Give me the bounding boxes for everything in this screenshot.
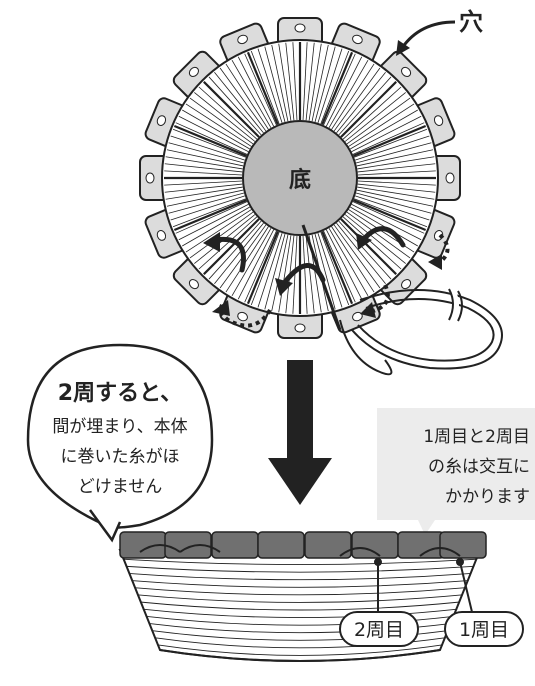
- tab-hole: [445, 172, 455, 184]
- tab-hole: [401, 66, 412, 77]
- speech-bubble: 2周すると、 間が埋まり、本体 に巻いた糸がほ どけません: [26, 343, 214, 543]
- tab-hole: [237, 34, 248, 45]
- bubble-line-3: どけません: [78, 477, 163, 497]
- round1-label: 1周目: [459, 619, 509, 641]
- tab-hole: [401, 279, 412, 290]
- bubble-title: 2周すると、: [58, 381, 182, 406]
- basket-rim-tabs: [119, 531, 487, 559]
- rim-tab: [211, 531, 259, 559]
- hole-pointer-arrowhead: [396, 40, 410, 56]
- wrap-arrow-2: [282, 263, 326, 285]
- tab-hole: [188, 279, 199, 290]
- hole-pointer-arrow: [400, 20, 456, 49]
- tab-hole: [294, 323, 306, 333]
- base-circle: [242, 120, 358, 236]
- down-arrow: [268, 360, 332, 505]
- basket-side-view: [118, 531, 487, 662]
- tab-hole: [156, 115, 167, 126]
- tab-hole: [352, 34, 363, 45]
- tab-hole: [352, 311, 363, 322]
- rim-loops: [139, 544, 461, 557]
- basket-top-view: 底: [139, 17, 461, 339]
- hole-label: 穴: [459, 8, 483, 36]
- note-box: 1周目と2周目 の糸は交互に かかります: [377, 408, 535, 535]
- wrap-arrow-3: [360, 226, 406, 248]
- tab-hole: [188, 66, 199, 77]
- radial-weave-lines: [164, 42, 436, 314]
- bubble-line-1: 間が埋まり、本体: [52, 417, 187, 437]
- note-line-3: かかります: [445, 487, 530, 507]
- hole-callout: 穴: [396, 8, 483, 56]
- rim-tab: [304, 531, 352, 559]
- note-line-1: 1周目と2周目: [423, 427, 530, 447]
- base-label: 底: [289, 167, 311, 193]
- dotted-arrowheads: [212, 254, 442, 318]
- tab-hole: [237, 311, 248, 322]
- wrap-arrows: [212, 226, 406, 285]
- round-labels: 2周目 1周目: [339, 558, 524, 647]
- wrap-arrowheads: [203, 232, 372, 296]
- bubble-line-2: に巻いた糸がほ: [61, 447, 180, 467]
- tab-hole: [433, 115, 444, 126]
- tab-hole: [156, 230, 167, 241]
- rim-tab: [257, 531, 305, 559]
- wrap-arrow-1: [212, 236, 246, 273]
- tab-hole: [294, 23, 306, 33]
- rim-tab: [351, 531, 399, 559]
- round2-label: 2周目: [354, 619, 404, 641]
- tab-hole: [145, 172, 155, 184]
- note-line-2: の糸は交互に: [428, 457, 530, 477]
- rim-tab: [439, 531, 487, 559]
